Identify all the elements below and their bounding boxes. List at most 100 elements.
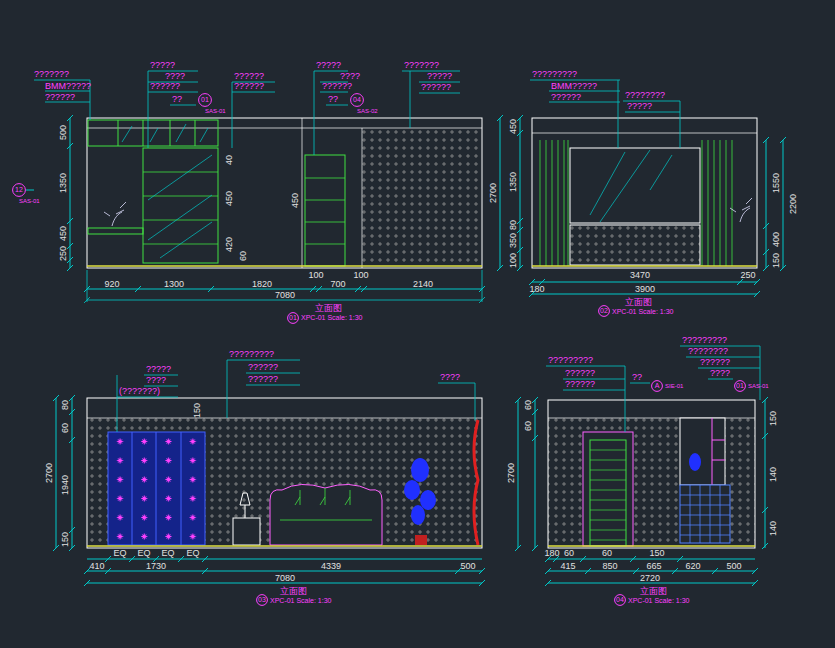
annotation-text: 立面图 [640, 586, 667, 596]
dimension-text: 410 [89, 561, 104, 571]
dimension-text: 620 [685, 561, 700, 571]
annotation-text: ?????? [421, 82, 451, 92]
dimension-text: 1820 [252, 279, 272, 289]
annotation-text: 立面图 [280, 586, 307, 596]
annotation-text: ????? [150, 60, 175, 70]
dimension-text: 180 [529, 284, 544, 294]
dimension-text: 2140 [413, 279, 433, 289]
sheet-reference: SAS-01 [19, 198, 40, 205]
annotation-text: ???? [165, 71, 185, 81]
dimension-text: 1550 [771, 173, 781, 193]
dimension-text: 60 [564, 548, 574, 558]
callout-bubble: 04 [614, 594, 626, 606]
dimension-text: 420 [224, 236, 234, 251]
dimension-text: 920 [104, 279, 119, 289]
annotation-text: ?????? [322, 81, 352, 91]
dimension-text: 450 [58, 225, 68, 240]
dimension-text: 3470 [630, 270, 650, 280]
dimension-text: 250 [58, 245, 68, 260]
callout-bubble: 01SAS-01 [198, 93, 212, 107]
annotation-text: XPC-01 Scale: 1:30 [270, 597, 331, 605]
annotation-text: ?????? [150, 81, 180, 91]
annotation-text: ????????? [682, 335, 727, 345]
annotation-text: ??????? [34, 69, 69, 79]
callout-bubble: 02 [598, 305, 610, 317]
dimension-text: 2720 [640, 573, 660, 583]
annotation-text: ????? [627, 101, 652, 111]
dimension-text: 450 [224, 190, 234, 205]
annotation-text: ????????? [532, 69, 577, 79]
dimension-text: 500 [460, 561, 475, 571]
annotation-text: ????? [427, 71, 452, 81]
callout-bubble: 04SAS-02 [350, 93, 364, 107]
dimension-text: 180 [544, 548, 559, 558]
annotation-text: XPC-01 Scale: 1:30 [628, 597, 689, 605]
dimension-text: 2700 [44, 463, 54, 483]
callout-bubble: 03 [256, 594, 268, 606]
annotation-text: ?????? [248, 374, 278, 384]
dimension-text: 2200 [788, 194, 798, 214]
dimension-text: 700 [330, 279, 345, 289]
dimension-text: 250 [740, 270, 755, 280]
dimension-text: 60 [238, 251, 248, 261]
dimension-text: 665 [646, 561, 661, 571]
dimension-text: 500 [58, 124, 68, 139]
dimension-text: 3900 [635, 284, 655, 294]
annotation-text: ???????? [625, 90, 665, 100]
callout-number: 01 [198, 93, 212, 107]
dimension-text: 350 [508, 232, 518, 247]
annotation-text: ???? [710, 368, 730, 378]
annotation-text: ?????? [45, 92, 75, 102]
sheet-reference: SAS-01 [748, 383, 769, 390]
dimension-text: 500 [726, 561, 741, 571]
annotation-text: ????? [146, 364, 171, 374]
dimension-text: 415 [560, 561, 575, 571]
dimension-text: 450 [290, 192, 300, 207]
dimension-text: 100 [353, 270, 368, 280]
dimension-text: 40 [224, 155, 234, 165]
dimension-text: 1730 [146, 561, 166, 571]
callout-number: 03 [256, 594, 268, 606]
annotation-text: ?????? [234, 71, 264, 81]
dimension-text: 1350 [58, 173, 68, 193]
annotation-text: (???????) [119, 386, 160, 396]
annotation-text: ??????? [404, 60, 439, 70]
annotation-text: ????????? [229, 349, 274, 359]
callout-bubble: 01SAS-01 [734, 380, 746, 392]
dimension-text: 100 [508, 252, 518, 267]
dimension-text: 140 [768, 466, 778, 481]
dimension-text: 100 [308, 270, 323, 280]
dimension-text: 150 [192, 402, 202, 417]
dimension-text: 1300 [164, 279, 184, 289]
annotation-text: ???? [146, 375, 166, 385]
dimension-text: 2700 [506, 463, 516, 483]
dimension-text: EQ [113, 548, 126, 558]
callout-bubble: 01 [287, 312, 299, 324]
annotation-text: XPC-01 Scale: 1:30 [612, 308, 673, 316]
dimension-text: 60 [523, 421, 533, 431]
dimension-text: EQ [186, 548, 199, 558]
annotation-text: ?? [328, 94, 338, 104]
annotation-text: ?? [172, 94, 182, 104]
dimension-text: 7080 [275, 573, 295, 583]
dimension-text: 80 [60, 400, 70, 410]
callout-number: 02 [598, 305, 610, 317]
annotation-text: ?????? [551, 92, 581, 102]
sheet-reference: SAS-02 [357, 108, 378, 115]
dimension-text: 80 [508, 220, 518, 230]
dimension-text: 60 [523, 400, 533, 410]
annotation-text: ???? [340, 71, 360, 81]
dimension-text: 150 [649, 548, 664, 558]
callout-number: 04 [350, 93, 364, 107]
dimension-text: 7080 [275, 290, 295, 300]
sheet-reference: SIE-01 [665, 383, 683, 390]
dimension-text: 1350 [508, 172, 518, 192]
annotation-text: ?????? [248, 362, 278, 372]
annotation-text: ?????? [565, 368, 595, 378]
dimension-text: 150 [60, 531, 70, 546]
annotation-text: ????????? [548, 355, 593, 365]
dimension-text: 1940 [60, 475, 70, 495]
callout-bubble: ASIE-01 [651, 380, 663, 392]
annotation-text: 立面图 [315, 303, 342, 313]
